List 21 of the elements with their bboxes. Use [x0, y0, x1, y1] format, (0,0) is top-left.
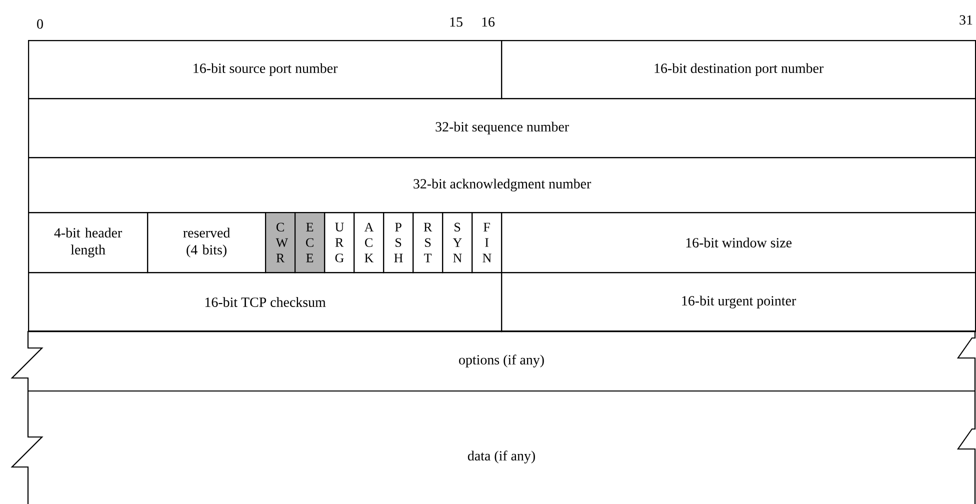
field-band: data (if any) — [10, 390, 976, 504]
field-box: 16-bit urgent pointer — [501, 272, 976, 332]
flag-box: S Y N — [442, 212, 473, 274]
bit-number: 16 — [482, 17, 495, 27]
field-box: 32-bit acknowledgment number — [28, 157, 976, 214]
field-box: 16-bit destination port number — [501, 40, 976, 100]
flag-box: P S H — [383, 212, 414, 274]
field-box: 16-bit source port number — [28, 40, 502, 100]
field-box: 16-bit window size — [501, 212, 976, 274]
flag-box: U R G — [324, 212, 355, 274]
field-band: options (if any) — [10, 330, 976, 391]
flag-box: A C K — [354, 212, 384, 274]
flag-box: C W R — [265, 212, 296, 274]
bit-number: 15 — [450, 17, 462, 27]
flag-box: E C E — [294, 212, 326, 274]
field-box: 4-bit header length — [28, 212, 148, 274]
bit-number: 31 — [960, 15, 972, 25]
field-box: 16-bit TCP checksum — [28, 272, 502, 332]
flag-box: F I N — [472, 212, 502, 274]
field-box: 32-bit sequence number — [28, 98, 976, 158]
flag-box: R S T — [412, 212, 444, 274]
